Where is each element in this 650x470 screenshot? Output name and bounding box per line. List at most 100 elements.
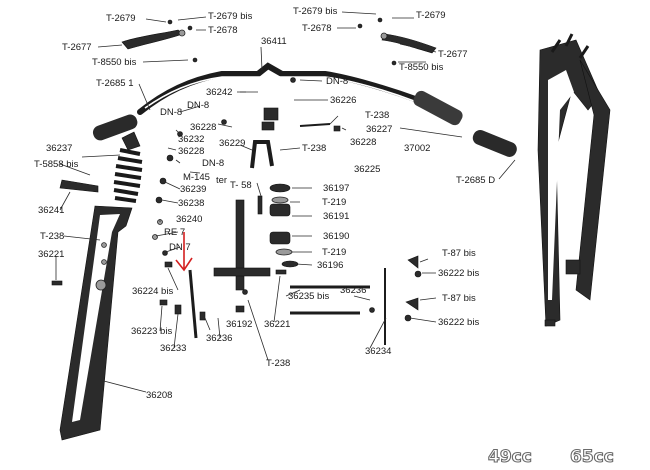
bushing-36233 [174, 304, 182, 315]
label-t2678-right: T-2678 [302, 23, 332, 34]
stem-crossbar [213, 267, 271, 277]
label-36233: 36233 [160, 343, 186, 354]
label-36234: 36234 [365, 346, 391, 357]
washer-t219-b [275, 248, 293, 256]
label-36235bis: 36235 bis [288, 291, 329, 302]
pin-36236 [199, 311, 206, 321]
right-brake-lever [381, 33, 437, 54]
label-t219-b: T-219 [322, 247, 346, 258]
label-t219-a: T-219 [322, 197, 346, 208]
nut-dn8-b [290, 77, 296, 83]
label-t238-a: T-238 [365, 110, 389, 121]
right-lever-nut [357, 23, 363, 29]
label-36411: 36411 [261, 36, 287, 47]
t58-bolt [257, 195, 263, 215]
nut-36222-a [414, 270, 422, 278]
left-lever-clip [192, 57, 198, 63]
right-grip [472, 130, 517, 157]
label-36223bis: 36223 bis [131, 326, 172, 337]
pin-36236-right [369, 307, 375, 313]
handlebar-highlight [144, 76, 415, 109]
bushing-36224 [164, 261, 173, 268]
label-dn8-a: DN-8 [326, 76, 348, 87]
label-t8550bis-left: T-8550 bis [92, 57, 137, 68]
right-lever-screw [377, 17, 383, 23]
label-dn7: DN 7 [169, 242, 191, 253]
washer-re7 [152, 234, 158, 240]
label-t87bis-b: T-87 bis [442, 293, 476, 304]
label-36237: 36237 [46, 143, 72, 154]
nut-dn7 [162, 250, 168, 256]
label-36227: 36227 [366, 124, 392, 135]
label-ter: ter [216, 175, 227, 186]
label-36239: 36239 [180, 184, 206, 195]
nut-dn8-c [221, 119, 227, 125]
steering-stem [235, 199, 245, 291]
label-m145: M-145 [183, 172, 210, 183]
bracket-36228 [261, 121, 275, 131]
bearing-36197 [269, 183, 291, 193]
label-36190: 36190 [323, 231, 349, 242]
label-36241: 36241 [38, 205, 64, 216]
label-36236-a: 36236 [340, 285, 366, 296]
pin-36221-left [51, 280, 63, 286]
throttle-grip [413, 90, 463, 126]
label-t2677-right: T-2677 [438, 49, 468, 60]
rod-36226 [299, 123, 331, 127]
label-t5858bis: T-5858 bis [34, 159, 79, 170]
label-t238-d: T-238 [266, 358, 290, 369]
label-36236-b: 36236 [206, 333, 232, 344]
label-36242: 36242 [206, 87, 232, 98]
nut-dn8 [166, 154, 174, 162]
label-36192: 36192 [226, 319, 252, 330]
label-t2685d: T-2685 D [456, 175, 495, 186]
label-36229: 36229 [219, 138, 245, 149]
left-grip [92, 114, 138, 141]
badge-65cc: 65cc [570, 447, 614, 467]
bracket-36229 [250, 140, 274, 169]
label-36228-b: 36228 [350, 137, 376, 148]
label-36226: 36226 [330, 95, 356, 106]
label-t8550bis-right: T-8550 bis [399, 62, 444, 73]
left-lever-nut [187, 25, 193, 31]
label-36228-a: 36228 [190, 122, 216, 133]
cup-36190 [269, 231, 291, 245]
label-t2679-left: T-2679 [106, 13, 136, 24]
cup-36191 [269, 203, 291, 217]
label-36232: 36232 [178, 134, 204, 145]
label-37002: 37002 [404, 143, 430, 154]
label-36228-c: 36228 [178, 146, 204, 157]
label-36238: 36238 [178, 198, 204, 209]
pin-36227 [333, 125, 341, 132]
label-36196: 36196 [317, 260, 343, 271]
label-dn8-d: DN-8 [202, 158, 224, 169]
bar-clamp [263, 107, 279, 121]
washer-t219-a [271, 196, 289, 204]
label-t2679-right: T-2679 [416, 10, 446, 21]
label-36222bis-a: 36222 bis [438, 268, 479, 279]
stem-bolt [242, 289, 248, 295]
fork-spring [113, 148, 143, 203]
label-36221-b: 36221 [264, 319, 290, 330]
left-lever-screw [167, 19, 173, 25]
label-36224bis: 36224 bis [132, 286, 173, 297]
rod-36233 [188, 269, 198, 339]
label-t2677-left: T-2677 [62, 42, 92, 53]
assembled-fork [537, 33, 611, 327]
label-dn8-b: DN-8 [187, 100, 209, 111]
washer-36239 [159, 177, 167, 185]
label-t2678-left: T-2678 [208, 25, 238, 36]
label-36208: 36208 [146, 390, 172, 401]
label-36191: 36191 [323, 211, 349, 222]
label-dn8-c: DN-8 [160, 107, 182, 118]
label-36240: 36240 [176, 214, 202, 225]
bushing-36223 [159, 299, 168, 306]
badge-49cc: 49cc [488, 447, 532, 467]
clip-36241 [59, 179, 99, 193]
clip-t87-b [405, 297, 419, 311]
spring-cap [121, 131, 141, 151]
fork-axle-hub [95, 279, 107, 291]
label-36225: 36225 [354, 164, 380, 175]
label-36222bis-b: 36222 bis [438, 317, 479, 328]
